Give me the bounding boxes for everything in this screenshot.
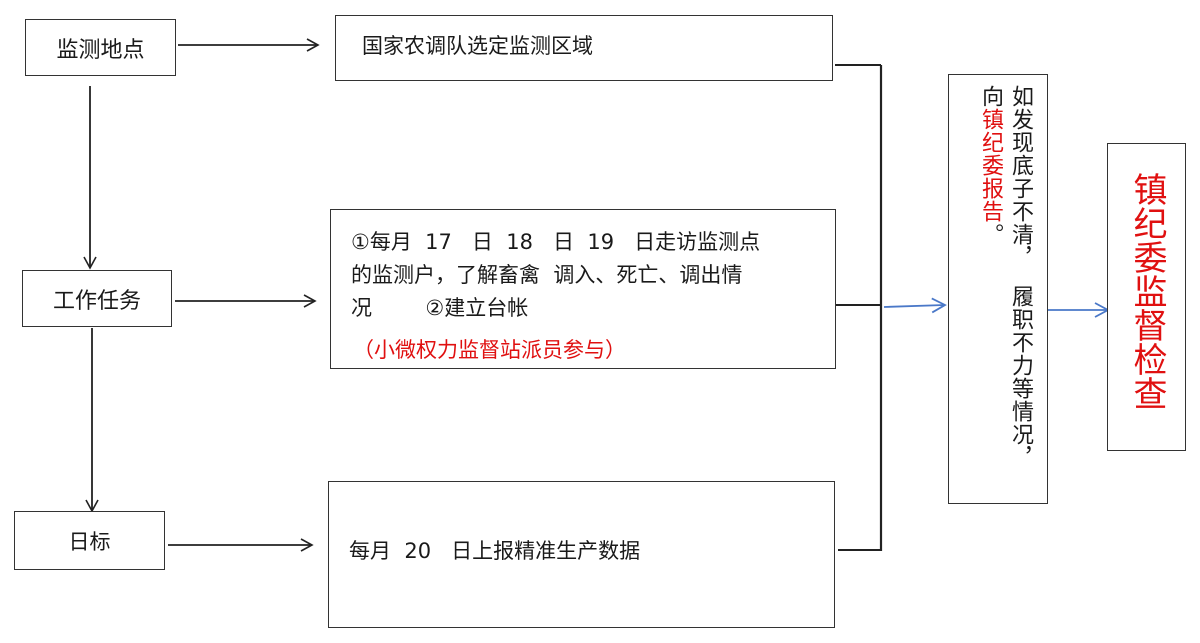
goal-box: 日标 bbox=[14, 511, 165, 570]
task-detail-box: ①每月 17 日 18 日 19 日走访监测点 的监测户，了解畜禽 调入、死亡、… bbox=[330, 209, 836, 369]
final-box: 镇纪委监督检查 bbox=[1107, 143, 1186, 451]
notice-col2-prefix: 向 bbox=[978, 85, 1003, 108]
task-detail-note: （小微权力监督站派员参与） bbox=[353, 338, 626, 362]
task-detail-line1: ①每月 17 日 18 日 19 日走访监测点 bbox=[351, 230, 761, 254]
goal-label: 日标 bbox=[68, 529, 111, 554]
notice-col2-suffix: 。 bbox=[978, 223, 1003, 246]
task-detail-line3: 况 ②建立台帐 bbox=[351, 296, 529, 320]
report-box: 每月 20 日上报精准生产数据 bbox=[328, 481, 835, 628]
location-box: 监测地点 bbox=[25, 19, 176, 76]
region-text: 国家农调队选定监测区域 bbox=[362, 34, 593, 58]
final-label: 镇纪委监督检查 bbox=[1127, 172, 1167, 410]
region-box: 国家农调队选定监测区域 bbox=[335, 15, 833, 81]
task-label: 工作任务 bbox=[52, 288, 141, 314]
report-text: 每月 20 日上报精准生产数据 bbox=[349, 539, 641, 563]
notice-box: 如发现底子不清， 履职不力等情况， 向镇纪委报告。 bbox=[948, 74, 1048, 504]
notice-text: 如发现底子不清， 履职不力等情况， 向镇纪委报告。 bbox=[975, 85, 1035, 505]
task-box: 工作任务 bbox=[22, 270, 172, 327]
arrow-bracket-to-notice bbox=[883, 297, 947, 314]
notice-col2-red: 镇纪委报告 bbox=[978, 108, 1003, 223]
notice-col1: 如发现底子不清， 履职不力等情况， bbox=[1008, 85, 1033, 469]
task-detail-line2: 的监测户，了解畜禽 调入、死亡、调出情 bbox=[351, 263, 743, 287]
location-label: 监测地点 bbox=[56, 37, 145, 63]
